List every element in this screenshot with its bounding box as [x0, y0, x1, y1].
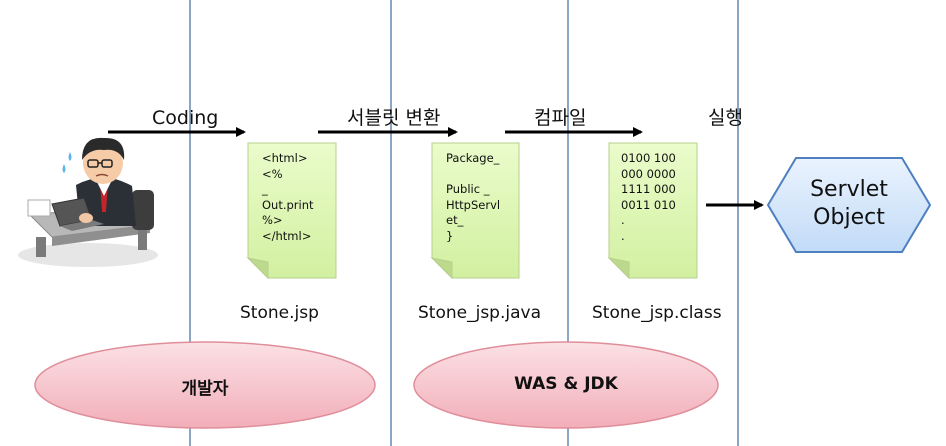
document-class	[607, 142, 698, 280]
servlet-object-hexagon	[766, 157, 932, 253]
developer-zone-label: 개발자	[181, 379, 229, 399]
divider-line	[189, 0, 191, 446]
step-label-execute: 실행	[708, 107, 743, 129]
filename-java: Stone_jsp.java	[418, 303, 541, 323]
document-jsp	[246, 142, 337, 280]
developer-zone-ellipse	[34, 341, 376, 429]
divider-line	[567, 0, 569, 446]
filename-class: Stone_jsp.class	[592, 303, 722, 323]
runtime-zone-ellipse	[413, 341, 719, 429]
document-jsp-content: <html> <% _ Out.print %> </html>	[262, 151, 314, 243]
divider-line	[390, 0, 392, 446]
divider-line	[737, 0, 739, 446]
step-label-coding: Coding	[152, 107, 219, 129]
filename-jsp: Stone.jsp	[240, 303, 319, 323]
document-class-content: 0100 100 000 0000 1111 000 0011 010 . .	[621, 151, 676, 243]
step-label-servlet-convert: 서블릿 변환	[347, 107, 441, 129]
servlet-object-label: Servlet Object	[810, 177, 888, 230]
document-java	[430, 142, 520, 280]
step-label-compile: 컴파일	[534, 107, 587, 129]
runtime-zone-label: WAS & JDK	[514, 374, 618, 394]
developer-at-desk-icon	[18, 137, 158, 267]
document-java-content: Package_ Public _ HttpServl et_ }	[446, 151, 501, 243]
